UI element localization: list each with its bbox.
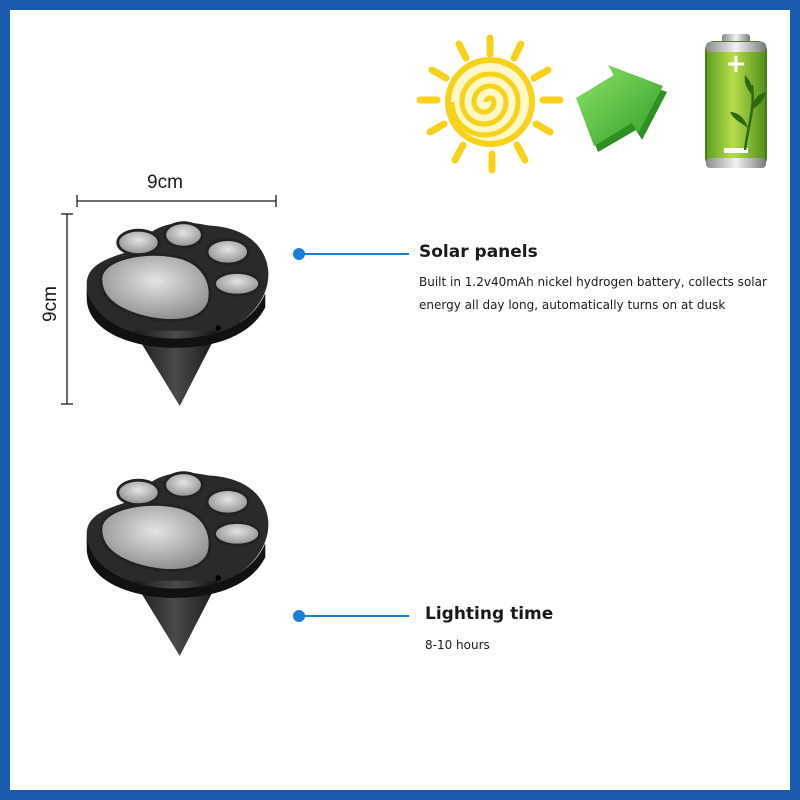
feature-title-solar-panels: Solar panels [419, 242, 538, 262]
feature-description-solar-panels: Built in 1.2v40mAh nickel hydrogen batte… [419, 275, 767, 312]
height-dimension-line [61, 213, 73, 405]
feature-description-lighting-time: 8-10 hours [425, 638, 490, 652]
paw-solar-light-top [85, 221, 270, 406]
battery-icon: + [705, 34, 767, 168]
sun-icon [416, 34, 564, 174]
arrow-right-icon [576, 65, 667, 152]
width-dimension-line [76, 195, 277, 207]
feature-title-lighting-time: Lighting time [425, 604, 554, 624]
callout-solar-panels [293, 248, 409, 260]
svg-text:+: + [725, 49, 747, 79]
paw-solar-light-bottom [85, 471, 270, 656]
height-label: 9cm [40, 286, 61, 322]
width-label: 9cm [147, 172, 183, 193]
callout-lighting-time [293, 610, 409, 622]
